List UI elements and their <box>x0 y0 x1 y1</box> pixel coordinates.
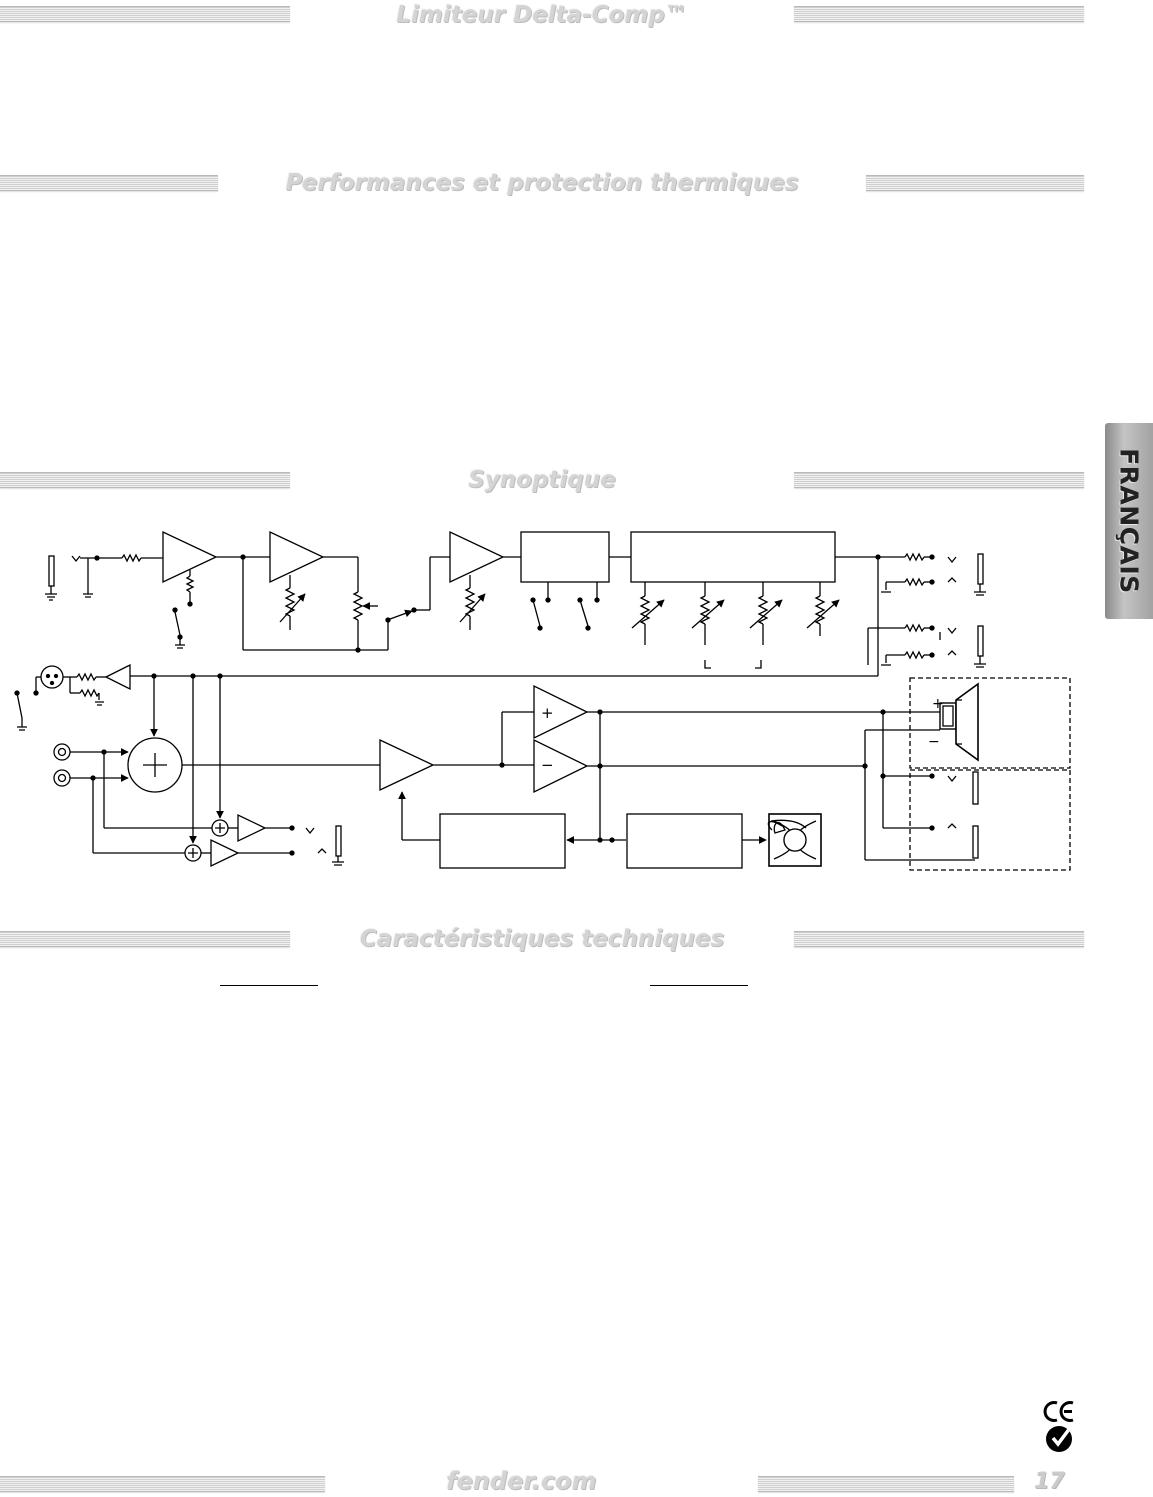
section-title-specs: Caractéristiques techniques <box>359 926 725 952</box>
section-title-synoptic: Synoptique <box>468 467 616 493</box>
speaker-enclosure <box>909 677 1071 769</box>
ext-speaker-jack-1 <box>972 771 979 805</box>
footer-rule-left <box>0 1476 325 1492</box>
block-diagram: + − + − <box>14 530 1071 871</box>
power-amp-driver <box>379 738 435 792</box>
line-out-jack <box>977 625 984 657</box>
instrument-input-jack <box>45 555 57 601</box>
ext-speaker-jack-2 <box>972 825 979 859</box>
section-rule-left <box>0 472 290 488</box>
footer-site[interactable]: fender.com <box>446 1467 597 1495</box>
preamp-amplifier <box>162 530 218 584</box>
speaker-icon <box>939 682 979 762</box>
section-rule-right <box>794 931 1084 947</box>
limiter-block <box>439 813 566 869</box>
output-minus-label: − <box>541 756 554 774</box>
section-rule-left <box>0 175 218 191</box>
footer-rule-right <box>758 1476 1014 1492</box>
headphone-jack <box>335 825 342 857</box>
section-rule-right <box>866 175 1084 191</box>
speaker-plus-label: + <box>932 696 944 712</box>
thermal-control-block <box>626 813 743 869</box>
aux-input-right <box>53 769 71 787</box>
c-tick-mark-icon <box>1046 1426 1072 1452</box>
section-title-thermal: Performances et protection thermiques <box>285 170 799 196</box>
spec-column-underline-left <box>220 985 318 986</box>
output-stage-positive <box>533 684 589 740</box>
fan-icon <box>767 813 822 867</box>
section-rule-left <box>0 6 290 22</box>
speaker-minus-label: − <box>928 734 940 750</box>
spec-column-underline-right <box>650 985 748 986</box>
section-rule-left <box>0 931 290 947</box>
language-tab-label: FRANÇAIS <box>1114 448 1144 594</box>
page-number: 17 <box>1034 1469 1065 1494</box>
equalizer-block <box>630 531 836 583</box>
output-stage-negative <box>533 738 589 794</box>
certification-marks <box>1043 1401 1074 1452</box>
section-rule-right <box>794 472 1084 488</box>
output-plus-label: + <box>541 704 554 722</box>
section-title-limiter: Limiteur Delta-Comp™ <box>396 2 688 28</box>
voicing-block <box>520 531 610 583</box>
eq-controls <box>631 582 840 645</box>
section-rule-right <box>794 6 1084 22</box>
ce-mark-icon <box>1043 1401 1074 1422</box>
driver-amplifier <box>449 530 505 584</box>
aux-input-left <box>53 743 71 761</box>
gain-amplifier <box>269 530 325 584</box>
ext-speaker-area <box>909 769 1071 871</box>
language-tab[interactable] <box>1105 423 1153 619</box>
preamp-out-jack <box>977 553 984 585</box>
